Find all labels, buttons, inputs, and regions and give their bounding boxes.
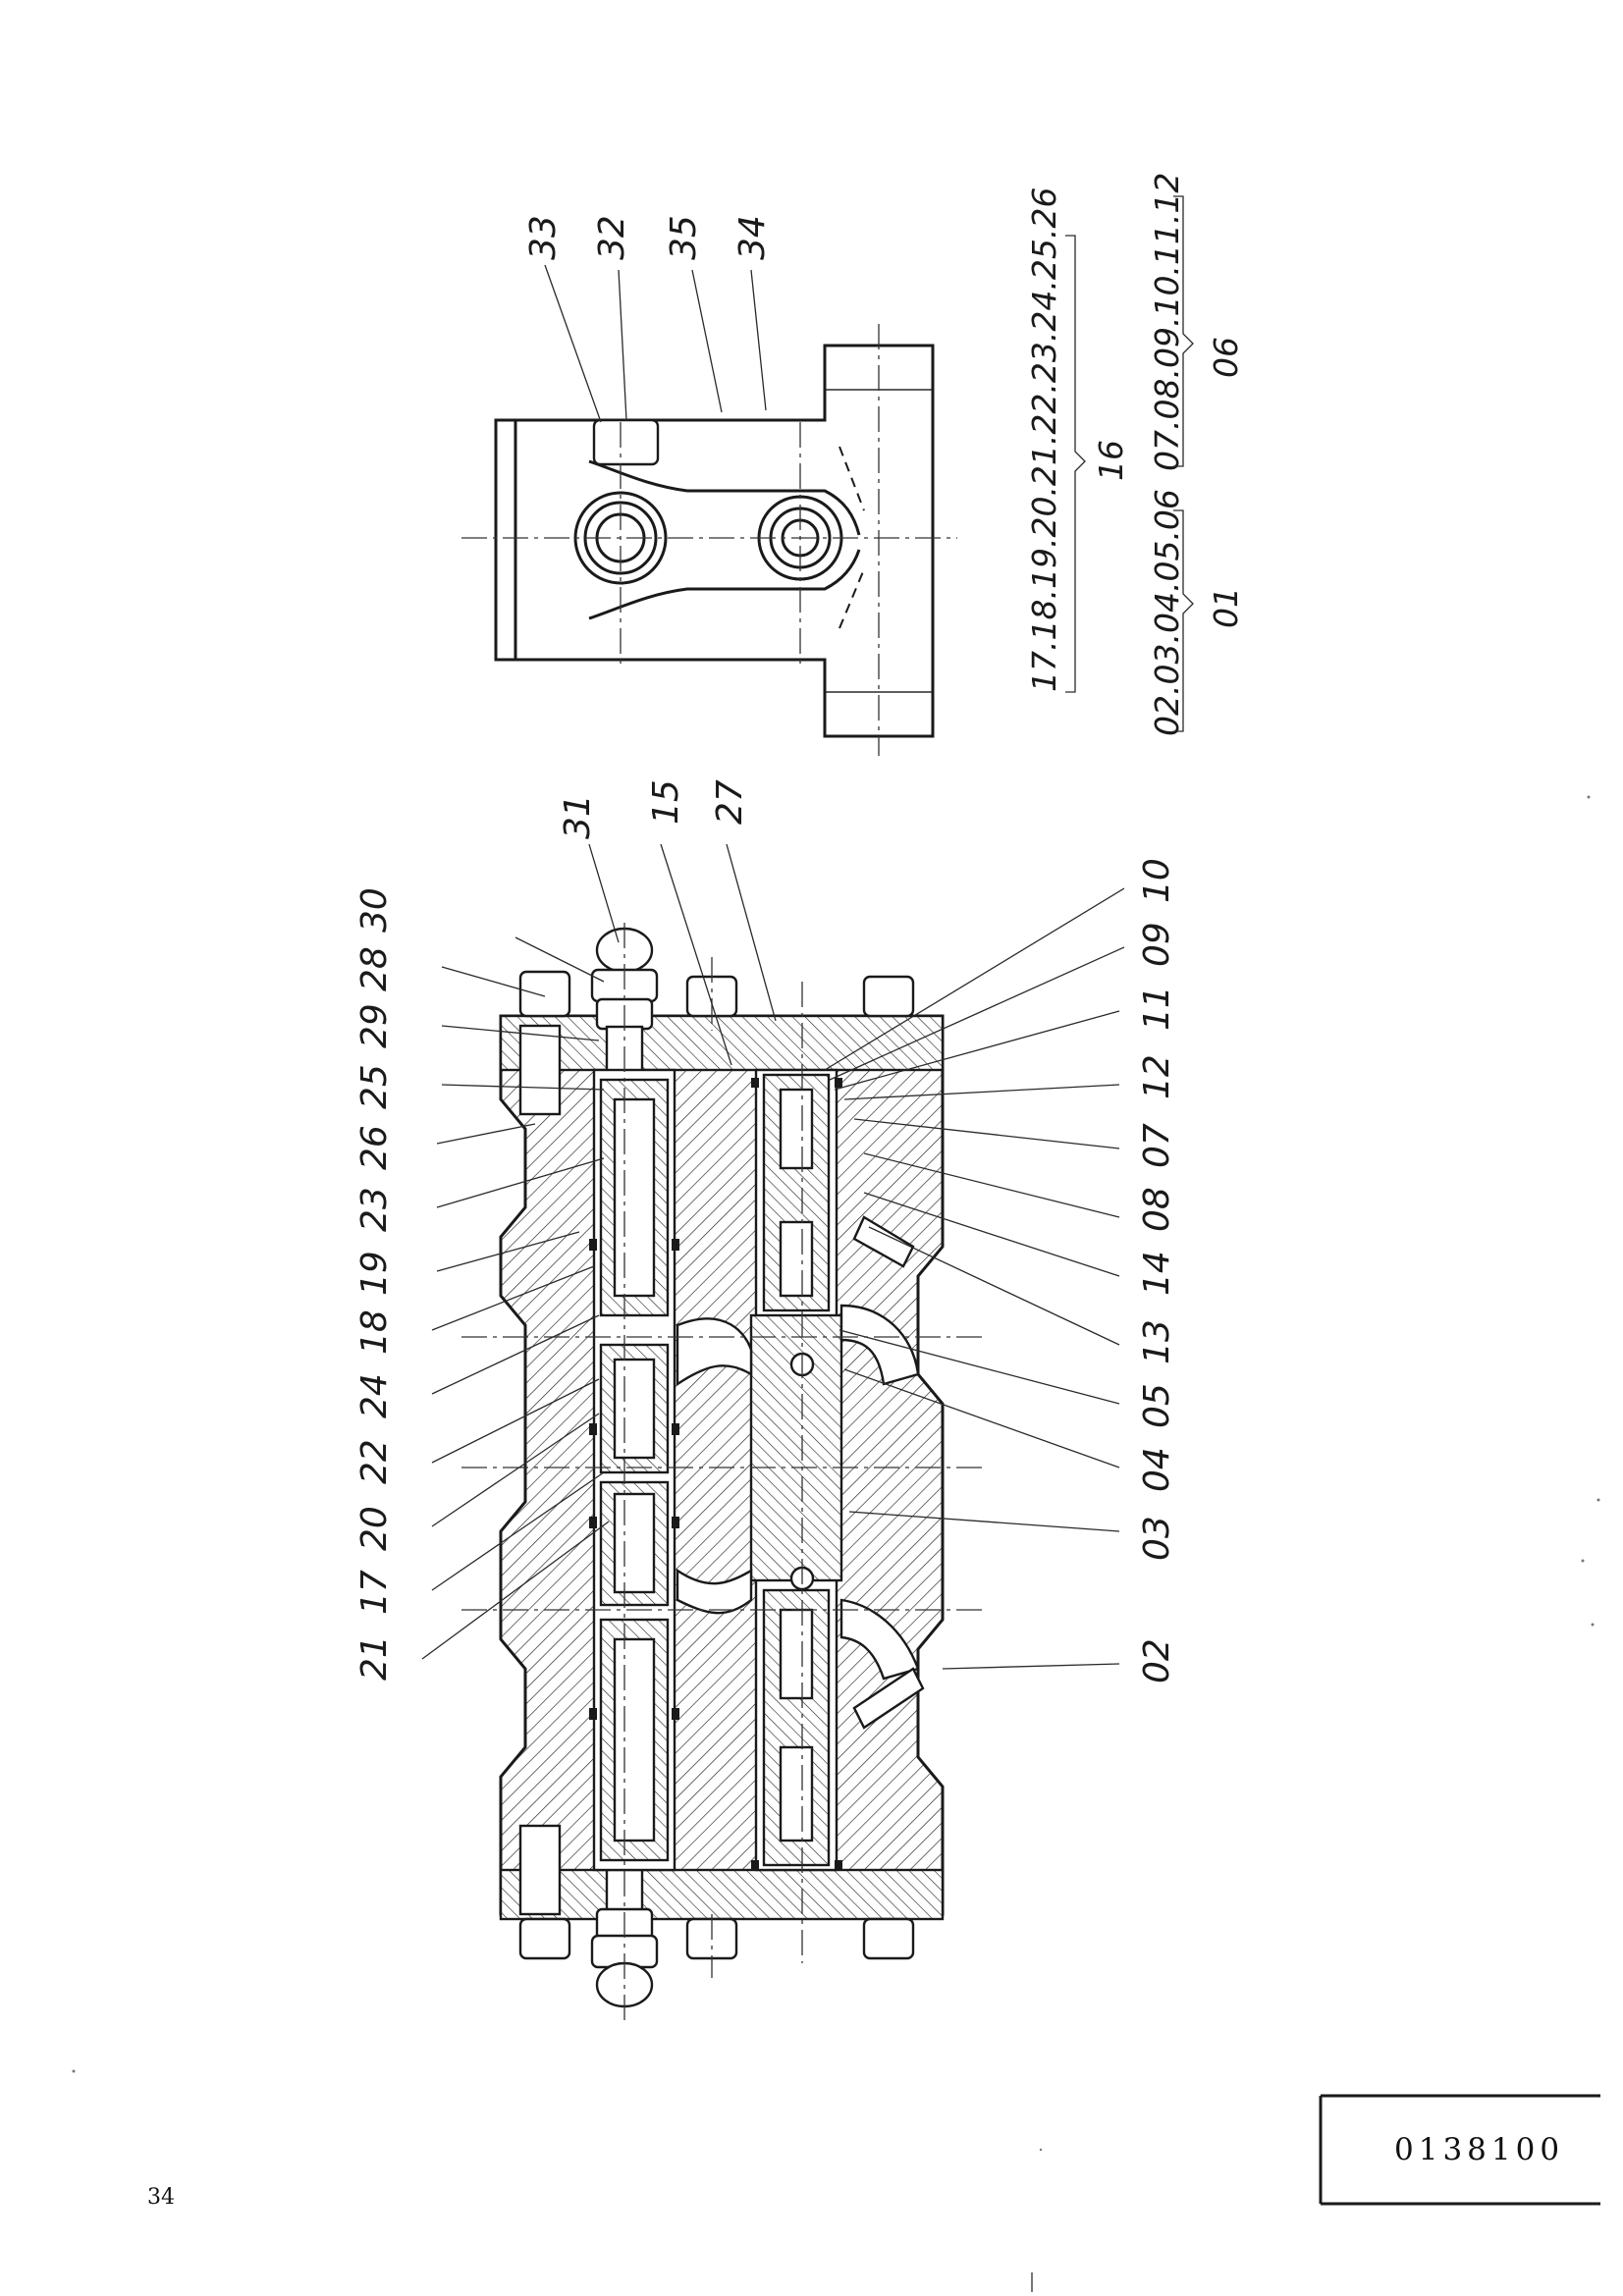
drawing-number-box: 0138100	[1319, 2094, 1600, 2206]
group-01-items: 02.03.04.05.06	[1148, 489, 1186, 736]
stud-top-left	[518, 970, 571, 1018]
label-17: 17	[354, 1570, 395, 1615]
label-32: 32	[592, 215, 632, 260]
bolt-bore-top-left	[518, 1024, 562, 1116]
label-29: 29	[354, 1003, 395, 1048]
end-view-inner-profile	[514, 420, 861, 660]
end-view-outline	[494, 344, 935, 738]
label-35: 35	[664, 215, 704, 260]
label-13: 13	[1137, 1319, 1177, 1364]
group-06-brace	[1173, 195, 1194, 467]
left-spring-bottom	[613, 1637, 656, 1842]
label-20: 20	[354, 1506, 395, 1551]
label-25: 25	[354, 1064, 395, 1109]
end-view-leader-lines	[544, 264, 767, 423]
label-31: 31	[558, 794, 598, 839]
assembly-groups: 17.18.19.20.21.22.23.24.25.26 16 02.03.0…	[1025, 173, 1245, 736]
top-end-cover	[499, 1014, 945, 1072]
end-view-plug	[592, 418, 660, 466]
o-ring-seals	[589, 1078, 842, 1870]
page-number: 34	[147, 2185, 175, 2210]
group-16-items: 17.18.19.20.21.22.23.24.25.26	[1025, 187, 1063, 692]
label-03: 03	[1137, 1516, 1177, 1561]
right-lower-insert	[779, 1608, 814, 1700]
drawing-number: 0138100	[1394, 2132, 1564, 2167]
stud-top-right	[862, 975, 915, 1018]
group-16-name: 16	[1092, 440, 1130, 481]
label-34: 34	[732, 215, 773, 260]
valve-block-end-view	[461, 324, 957, 756]
label-18: 18	[354, 1309, 395, 1355]
label-19: 19	[354, 1251, 395, 1296]
section-view-labels: 31 30 28 29 25 26 23 19 18 24 22 20 17 2…	[354, 779, 1177, 1683]
flow-channel-upper	[676, 1317, 753, 1387]
flow-channel-lower	[676, 1568, 753, 1615]
label-15: 15	[646, 779, 686, 825]
label-27: 27	[710, 779, 750, 825]
left-spring-upper	[613, 1097, 656, 1298]
diagonal-drill-upper	[852, 1215, 915, 1268]
label-28: 28	[354, 946, 395, 991]
stud-bottom-left	[518, 1917, 571, 1960]
section-leader-lines	[421, 843, 1125, 1670]
group-01-name: 01	[1207, 587, 1245, 628]
label-02: 02	[1137, 1638, 1177, 1683]
bottom-end-cover	[499, 1868, 945, 1921]
left-core-mid	[613, 1358, 656, 1460]
group-06-items: 07.08.09.10.11.12	[1148, 173, 1186, 471]
label-30: 30	[354, 887, 395, 933]
label-05: 05	[1137, 1383, 1177, 1428]
label-12: 12	[1137, 1054, 1177, 1099]
group-01-brace	[1173, 509, 1194, 732]
valve-housing	[499, 1014, 945, 1916]
stud-bottom-right	[862, 1917, 915, 1960]
right-lower-insert-2	[779, 1745, 814, 1842]
label-23: 23	[354, 1187, 395, 1232]
label-26: 26	[354, 1125, 395, 1170]
label-22: 22	[354, 1439, 395, 1484]
end-view-labels: 33 32 35 34	[523, 215, 773, 260]
label-11: 11	[1137, 986, 1177, 1031]
label-10: 10	[1137, 858, 1177, 903]
scan-specks	[72, 795, 1600, 2292]
label-21: 21	[354, 1635, 395, 1681]
side-port-upper	[839, 1304, 920, 1386]
right-upper-insert	[779, 1088, 814, 1170]
right-upper-insert-2	[779, 1220, 814, 1298]
bolt-bore-bottom-left	[518, 1824, 562, 1916]
label-24: 24	[354, 1373, 395, 1418]
label-08: 08	[1137, 1187, 1177, 1232]
label-33: 33	[523, 215, 564, 260]
label-09: 09	[1137, 922, 1177, 967]
diagonal-drill-lower	[852, 1667, 925, 1730]
group-16-brace	[1065, 235, 1086, 693]
label-07: 07	[1137, 1123, 1177, 1168]
side-port-lower	[839, 1598, 920, 1681]
group-06-name: 06	[1207, 337, 1245, 378]
label-14: 14	[1137, 1251, 1177, 1296]
left-core-low	[613, 1492, 656, 1594]
label-04: 04	[1137, 1447, 1177, 1492]
